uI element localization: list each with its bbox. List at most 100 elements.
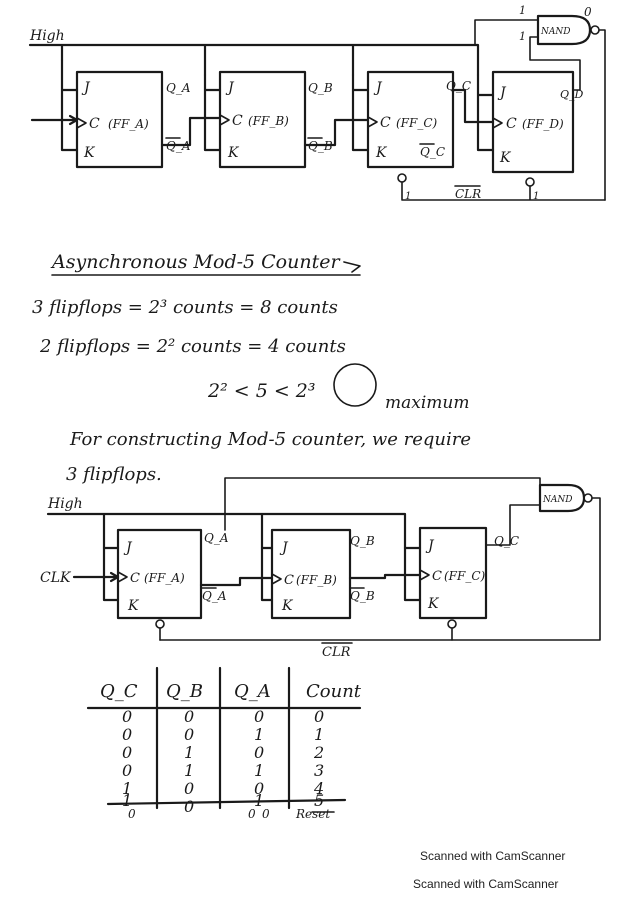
- table-cell: 1: [122, 779, 132, 798]
- col-header-count: Count: [306, 681, 362, 702]
- ffc2-k: K: [427, 596, 440, 612]
- reset-row: 0 0 0 Reset: [128, 807, 330, 821]
- ffa-q-1: Q_A: [166, 81, 191, 95]
- table-cell: 2: [313, 743, 324, 762]
- col-header-qb: Q_B: [166, 681, 203, 702]
- inequality: 2² < 5 < 2³: [207, 380, 316, 402]
- clk-input-arrow-2: [72, 571, 120, 583]
- table-cell: 0: [314, 707, 324, 726]
- ff-a-block-2: [116, 528, 203, 620]
- ffb-qbar-2: Q_B: [350, 589, 375, 603]
- nand-bubble-2: [583, 493, 593, 503]
- table-cell: 0: [122, 743, 132, 762]
- ffc-qbar-1: Q_C: [420, 145, 445, 159]
- table-cell: 0: [254, 779, 264, 798]
- ffb-q-1: Q_B: [308, 81, 333, 95]
- nand-bubble-1: [590, 25, 600, 35]
- reset-cell: 0: [248, 807, 256, 821]
- ffc-k: K: [375, 145, 388, 161]
- heading: Asynchronous Mod-5 Counter: [50, 251, 341, 273]
- table-cell: 0: [122, 725, 132, 744]
- ffc-c: C: [380, 115, 391, 131]
- reset-cell: 0: [262, 807, 270, 821]
- high-to-ffb-2: [260, 546, 274, 602]
- ffa-name-1: (FF_A): [108, 117, 149, 131]
- ffd-j: J: [497, 85, 507, 101]
- ffd-name-1: (FF_D): [522, 117, 564, 131]
- ffc-name-2: (FF_C): [444, 569, 486, 583]
- nand-inputs-2: [224, 477, 541, 546]
- high-to-ffa-2: [102, 546, 120, 602]
- nand-in-one-b: 1: [519, 30, 526, 43]
- calc-line-1: 3 flipflops = 2³ counts = 8 counts: [32, 297, 338, 318]
- ripple-b-c-2: [348, 573, 422, 580]
- ffb2-c: C: [284, 573, 294, 588]
- calc-line-2: 2 flipflops = 2² counts = 4 counts: [39, 336, 346, 357]
- ffa2-c: C: [130, 571, 140, 586]
- ffa-j: J: [81, 80, 91, 96]
- table-cell: 0: [254, 707, 264, 726]
- high-to-ffa: [60, 58, 79, 152]
- reset-cell: 0: [128, 807, 136, 821]
- ffb-j: J: [225, 80, 235, 96]
- nand-output-2: [159, 497, 601, 641]
- high-wire-2: [46, 512, 407, 550]
- clr-one-c: 1: [405, 191, 411, 202]
- table-cell: 0: [184, 707, 194, 726]
- reset-strike-line: [106, 798, 347, 806]
- clr-bubble-a2: [155, 619, 165, 629]
- table-cell: 0: [122, 761, 132, 780]
- calc-line-3b: 3 flipflops.: [66, 464, 162, 485]
- ffc-j: J: [373, 80, 383, 96]
- ff-c-block-2: [418, 526, 488, 620]
- table-cell: 0: [184, 797, 194, 816]
- circuit-2: High J K J K J K C (FF_A) C (FF_B) C (FF…: [40, 477, 601, 660]
- high-to-ffd: [476, 73, 495, 152]
- truth-table: Q_C Q_B Q_A Count 0 0 0 0 0 0 1 1 0 1 0 …: [86, 666, 362, 821]
- ffb2-k: K: [281, 598, 294, 614]
- calc-line-3a: For constructing Mod-5 counter, we requi…: [69, 429, 471, 450]
- clock-triangles-2: [117, 569, 430, 585]
- clock-triangles-1: [76, 114, 503, 129]
- pin-labels-1: J K J K J K J K: [81, 80, 512, 166]
- table-cell: 3: [314, 761, 324, 780]
- nand-output-1: [598, 29, 606, 201]
- table-cell: 0: [184, 779, 194, 798]
- heading-underline: [51, 261, 361, 276]
- high-wire-1: [28, 43, 480, 77]
- ripple-c-d-1: [451, 88, 495, 124]
- ffa-qbar-2: Q_A: [202, 589, 227, 603]
- table-cell: 1: [254, 761, 264, 780]
- table-cell: 1: [184, 761, 194, 780]
- ffc-q-2: Q_C: [494, 534, 519, 548]
- ffa-q-2: Q_A: [204, 531, 229, 545]
- col-header-qa: Q_A: [234, 681, 271, 702]
- ffa-name-2: (FF_A): [144, 571, 185, 585]
- pin-labels-2: J K J K J K: [123, 538, 440, 614]
- ffb-name-2: (FF_B): [296, 573, 337, 587]
- ffa2-j: J: [123, 540, 133, 556]
- clr-drops-2: [159, 627, 453, 641]
- nand-out-1: 0: [584, 5, 592, 19]
- ffc-name-1: (FF_C): [396, 116, 438, 130]
- table-rows: 0 0 0 0 0 0 1 1 0 1 0 2 0 1 1 3 1 0 0 4 …: [122, 707, 324, 816]
- ffc2-j: J: [425, 538, 435, 554]
- ffb-name-1: (FF_B): [248, 114, 289, 128]
- maximum-label: maximum: [385, 393, 469, 413]
- clr-bubble-c2: [447, 619, 457, 629]
- ffd-c: C: [506, 116, 517, 132]
- ffc2-c: C: [432, 569, 442, 584]
- ripple-a-b-2: [199, 576, 274, 587]
- ffb2-j: J: [279, 540, 289, 556]
- table-cell: 0: [122, 707, 132, 726]
- ffb-k: K: [227, 145, 240, 161]
- clr-one-d: 1: [533, 191, 539, 202]
- table-cell: 4: [313, 779, 324, 798]
- table-cell: 1: [314, 725, 324, 744]
- table-cell: 0: [184, 725, 194, 744]
- ripple-b-c-1: [303, 118, 370, 147]
- high-label-1: High: [29, 28, 65, 44]
- ffd-q-1: Q_D: [560, 88, 584, 101]
